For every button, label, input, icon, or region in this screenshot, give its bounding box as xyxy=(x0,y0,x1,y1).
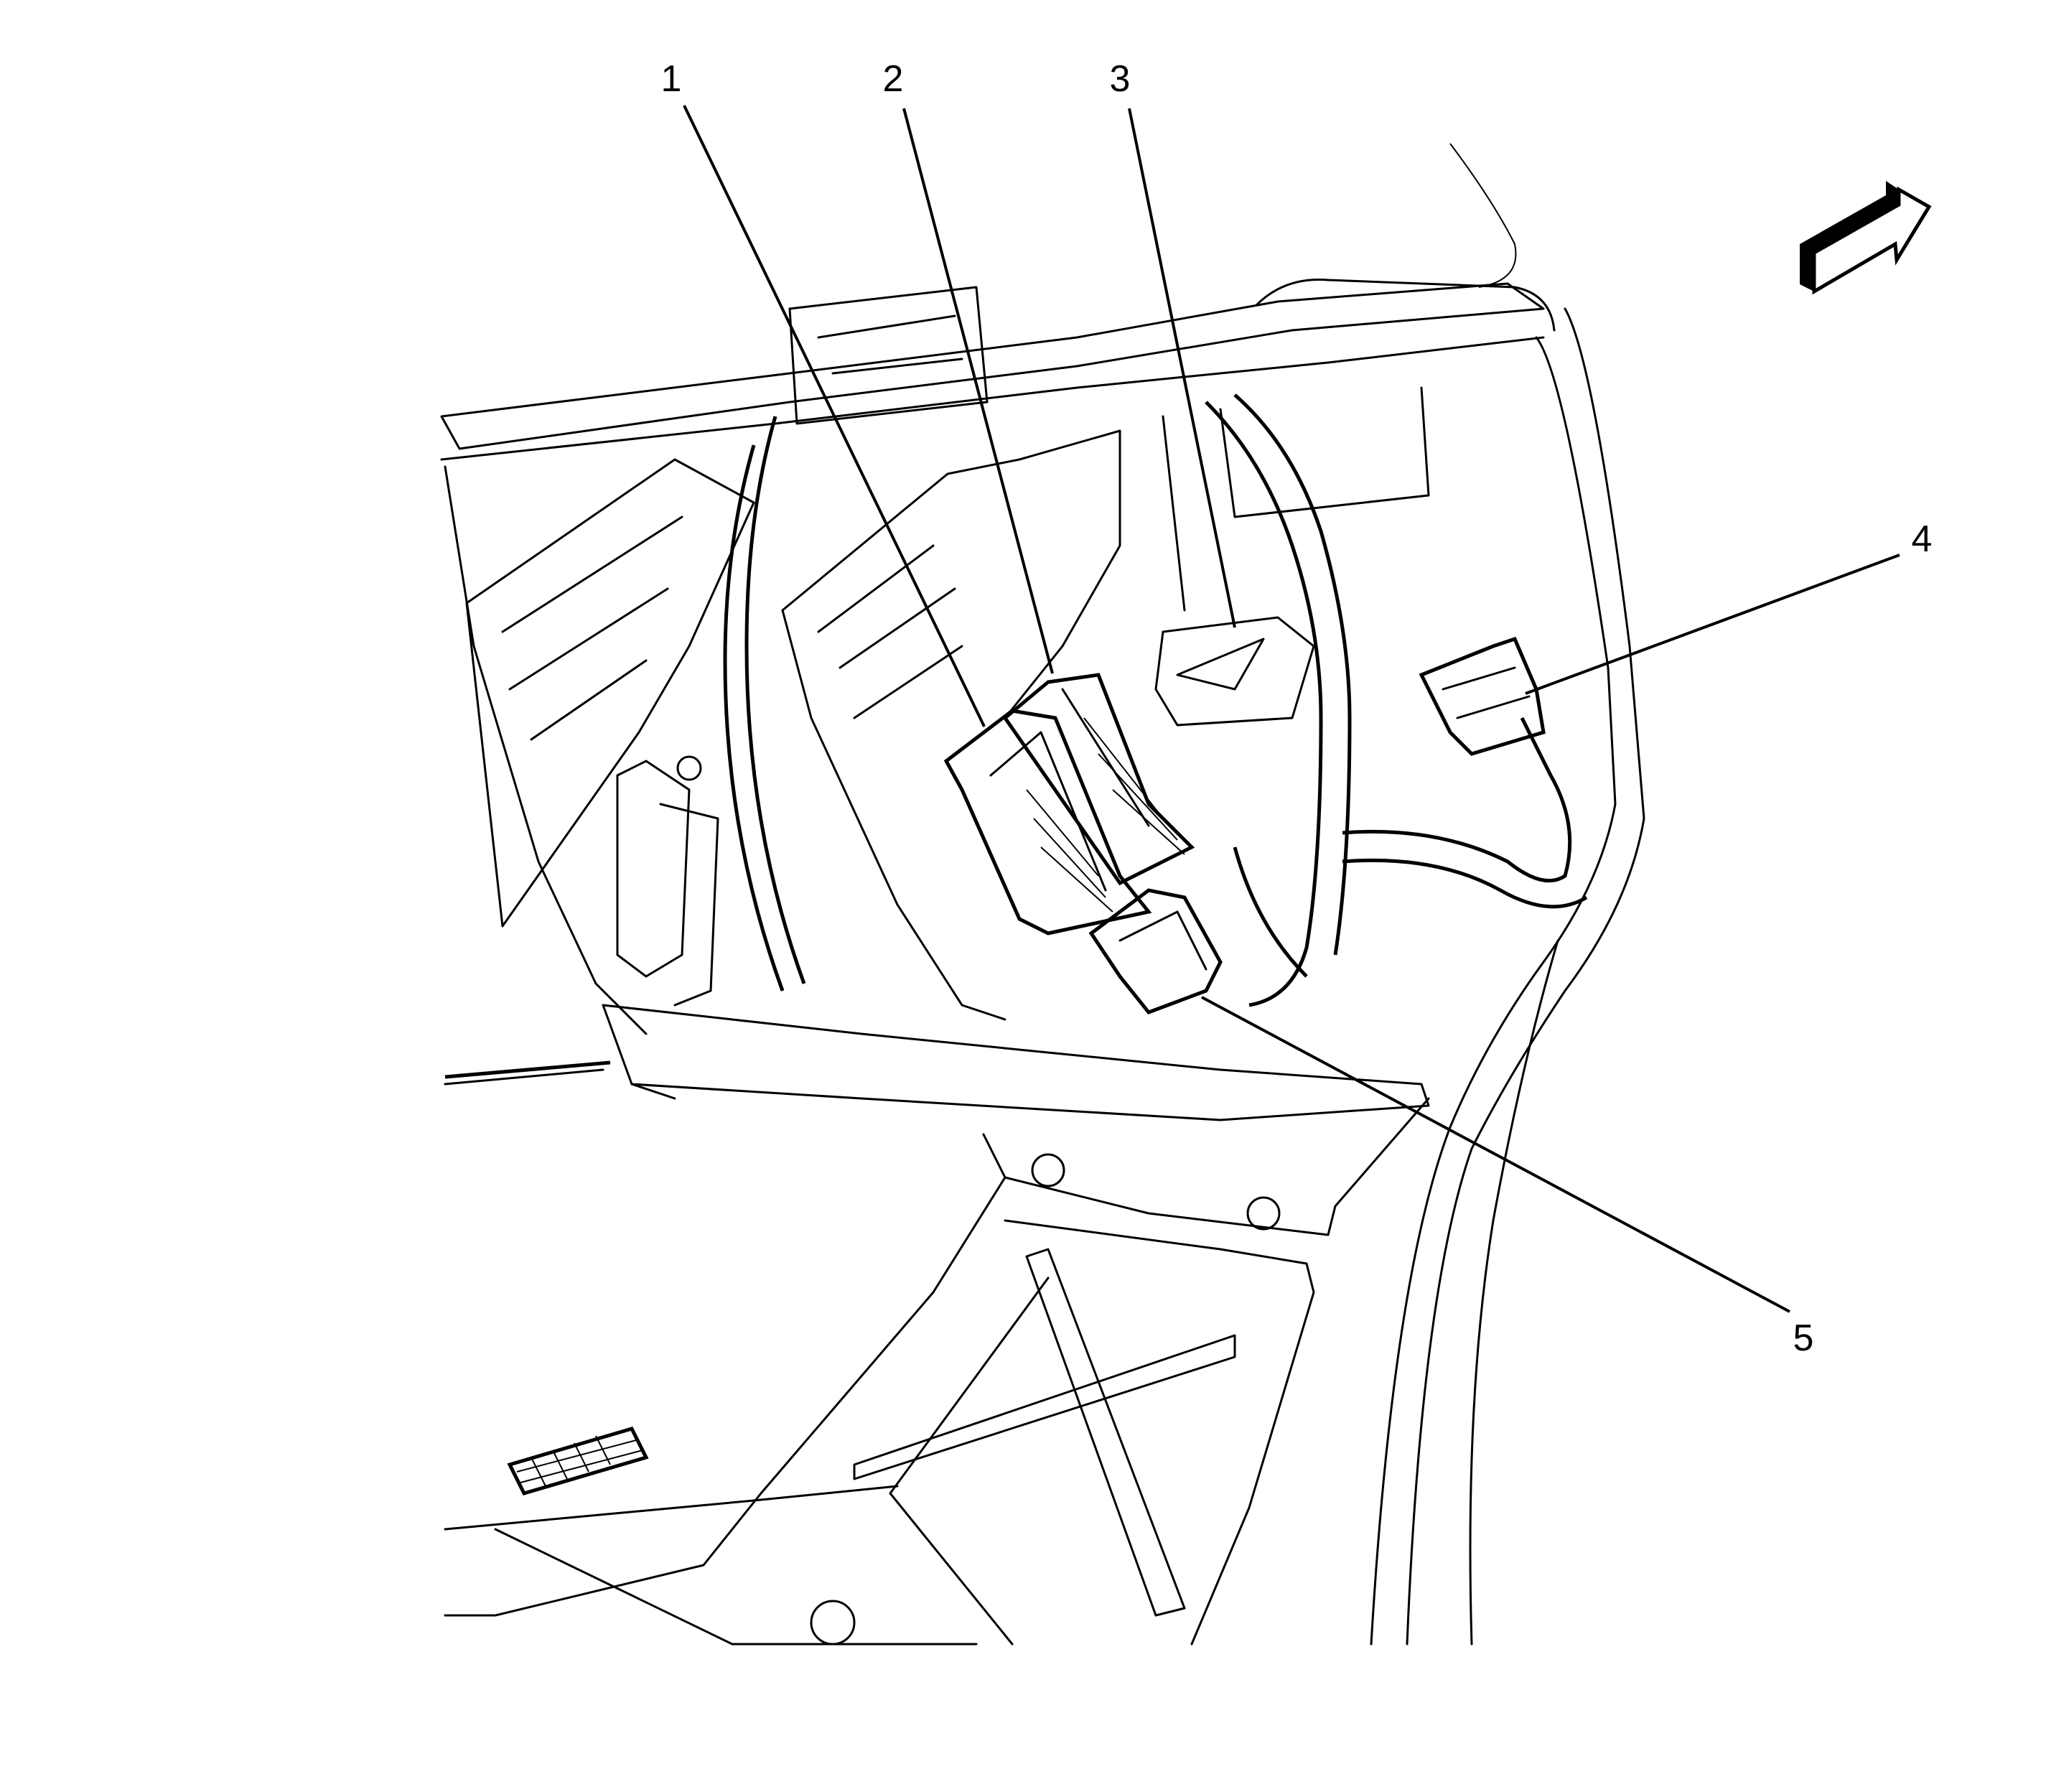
leader-line-5 xyxy=(1201,996,1790,1313)
connector-5 xyxy=(1088,888,1223,1014)
connector-2 xyxy=(1002,673,1195,886)
wiring-harness xyxy=(723,393,1588,1007)
callout-5: 5 xyxy=(1793,1317,1814,1359)
connector-4 xyxy=(1419,636,1546,756)
lower-panel xyxy=(444,1004,1430,1646)
leader-line-1 xyxy=(683,105,986,727)
floor-vent xyxy=(507,1427,649,1495)
connector-1 xyxy=(943,709,1152,935)
callout-2: 2 xyxy=(882,58,904,100)
callout-3: 3 xyxy=(1109,58,1131,100)
leader-line-4 xyxy=(1525,554,1900,695)
leader-line-3 xyxy=(1128,108,1236,628)
callout-4: 4 xyxy=(1911,518,1933,560)
leader-line-2 xyxy=(902,108,1054,674)
cross-brace xyxy=(853,1248,1236,1617)
leader-lines xyxy=(683,105,1900,1313)
dash-crossbar xyxy=(440,143,1556,461)
hvac-duct-center xyxy=(781,386,1430,1021)
forward-direction-arrow-icon xyxy=(1800,181,1932,295)
hvac-module-left xyxy=(444,458,755,1035)
a-pillar-trim xyxy=(1370,307,1645,1646)
callout-1: 1 xyxy=(660,58,682,100)
